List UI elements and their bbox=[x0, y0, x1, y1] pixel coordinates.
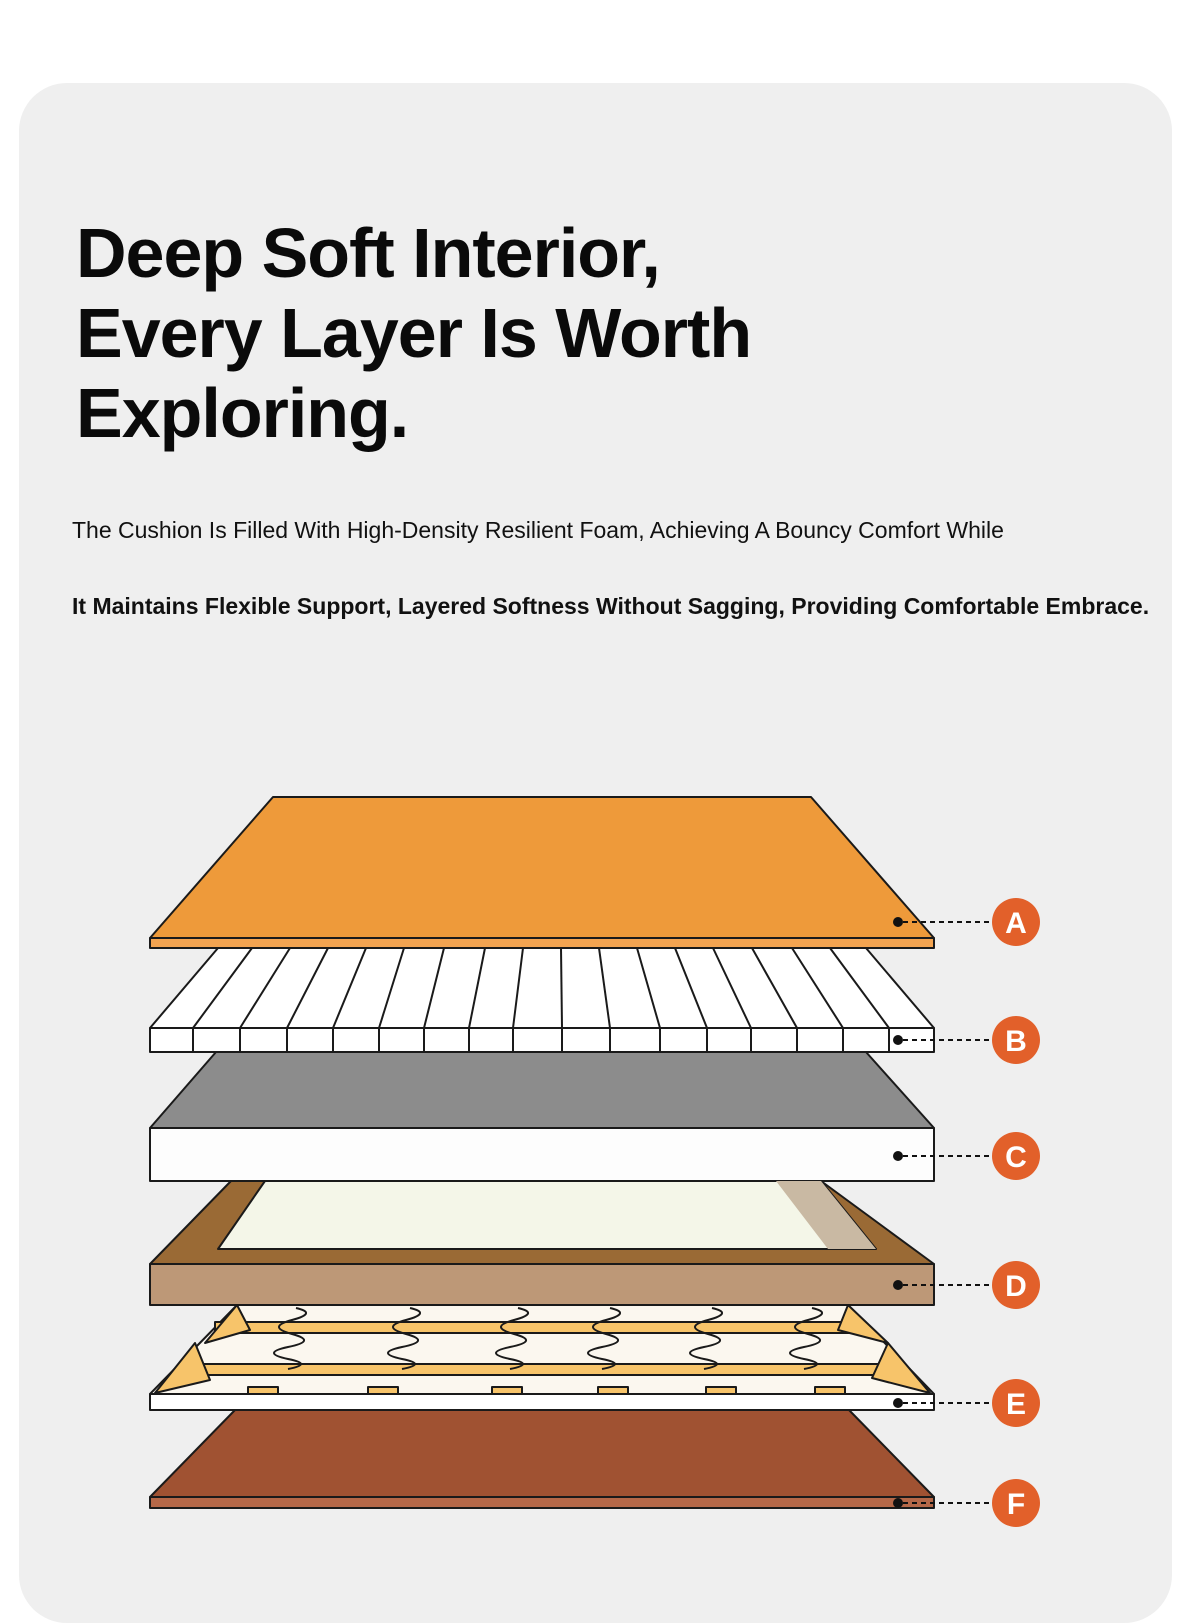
layer-e-band-upper bbox=[214, 1321, 866, 1334]
cushion-layers-diagram: A B C D E F bbox=[149, 796, 1040, 1527]
layer-d-edge bbox=[149, 1263, 935, 1306]
description-line-2: It Maintains Flexible Support, Layered S… bbox=[72, 593, 1150, 619]
layer-f bbox=[149, 1409, 935, 1509]
callouts: A B C D E F bbox=[893, 898, 1040, 1527]
layer-a bbox=[149, 796, 935, 949]
callout-d: D bbox=[893, 1261, 1040, 1309]
layer-b-edge-dividers bbox=[192, 1028, 890, 1052]
layer-e-band-lower bbox=[199, 1363, 887, 1376]
callout-a: A bbox=[893, 898, 1040, 946]
layer-e-corner-tr bbox=[837, 1304, 889, 1344]
layer-b-edge bbox=[149, 1027, 935, 1053]
callout-b: B bbox=[893, 1016, 1040, 1064]
layer-e-corner-bl bbox=[154, 1342, 211, 1394]
layer-a-edge bbox=[149, 937, 935, 949]
layer-e-corner-br bbox=[871, 1342, 931, 1394]
description-line-1: The Cushion Is Filled With High-Density … bbox=[72, 517, 1004, 543]
callout-c: C bbox=[893, 1132, 1040, 1180]
layer-f-top bbox=[149, 1409, 935, 1498]
badge-f bbox=[992, 1479, 1040, 1527]
headline: Deep Soft Interior, Every Layer Is Worth… bbox=[76, 213, 752, 453]
badge-c-label: C bbox=[1005, 1141, 1027, 1174]
layer-c-edge bbox=[149, 1127, 935, 1182]
headline-line-1: Deep Soft Interior, bbox=[76, 214, 661, 292]
layer-e bbox=[149, 1304, 935, 1411]
badge-a bbox=[992, 898, 1040, 946]
badge-f-label: F bbox=[1007, 1488, 1025, 1521]
layer-d-inset bbox=[217, 1180, 877, 1250]
badge-b bbox=[992, 1016, 1040, 1064]
badge-e bbox=[992, 1379, 1040, 1427]
layer-e-corner-tl bbox=[204, 1304, 251, 1344]
layer-e-edge bbox=[149, 1393, 935, 1411]
layer-e-springs bbox=[273, 1307, 823, 1370]
callout-f: F bbox=[893, 1479, 1040, 1527]
layer-b bbox=[149, 947, 935, 1053]
badge-d-label: D bbox=[1005, 1270, 1027, 1303]
badge-e-label: E bbox=[1006, 1388, 1026, 1421]
layer-c bbox=[149, 1051, 935, 1182]
headline-line-2: Every Layer Is Worth bbox=[76, 294, 752, 372]
layer-c-top bbox=[149, 1051, 935, 1129]
badge-d bbox=[992, 1261, 1040, 1309]
badge-c bbox=[992, 1132, 1040, 1180]
badge-a-label: A bbox=[1005, 907, 1027, 940]
badge-b-label: B bbox=[1005, 1025, 1027, 1058]
layer-d-inset-shade bbox=[776, 1181, 876, 1249]
layer-f-edge bbox=[149, 1496, 935, 1509]
layer-a-top bbox=[149, 796, 935, 939]
headline-line-3: Exploring. bbox=[76, 374, 409, 452]
layer-b-stripes bbox=[192, 947, 890, 1029]
callout-e: E bbox=[893, 1379, 1040, 1427]
layer-d bbox=[149, 1180, 935, 1306]
